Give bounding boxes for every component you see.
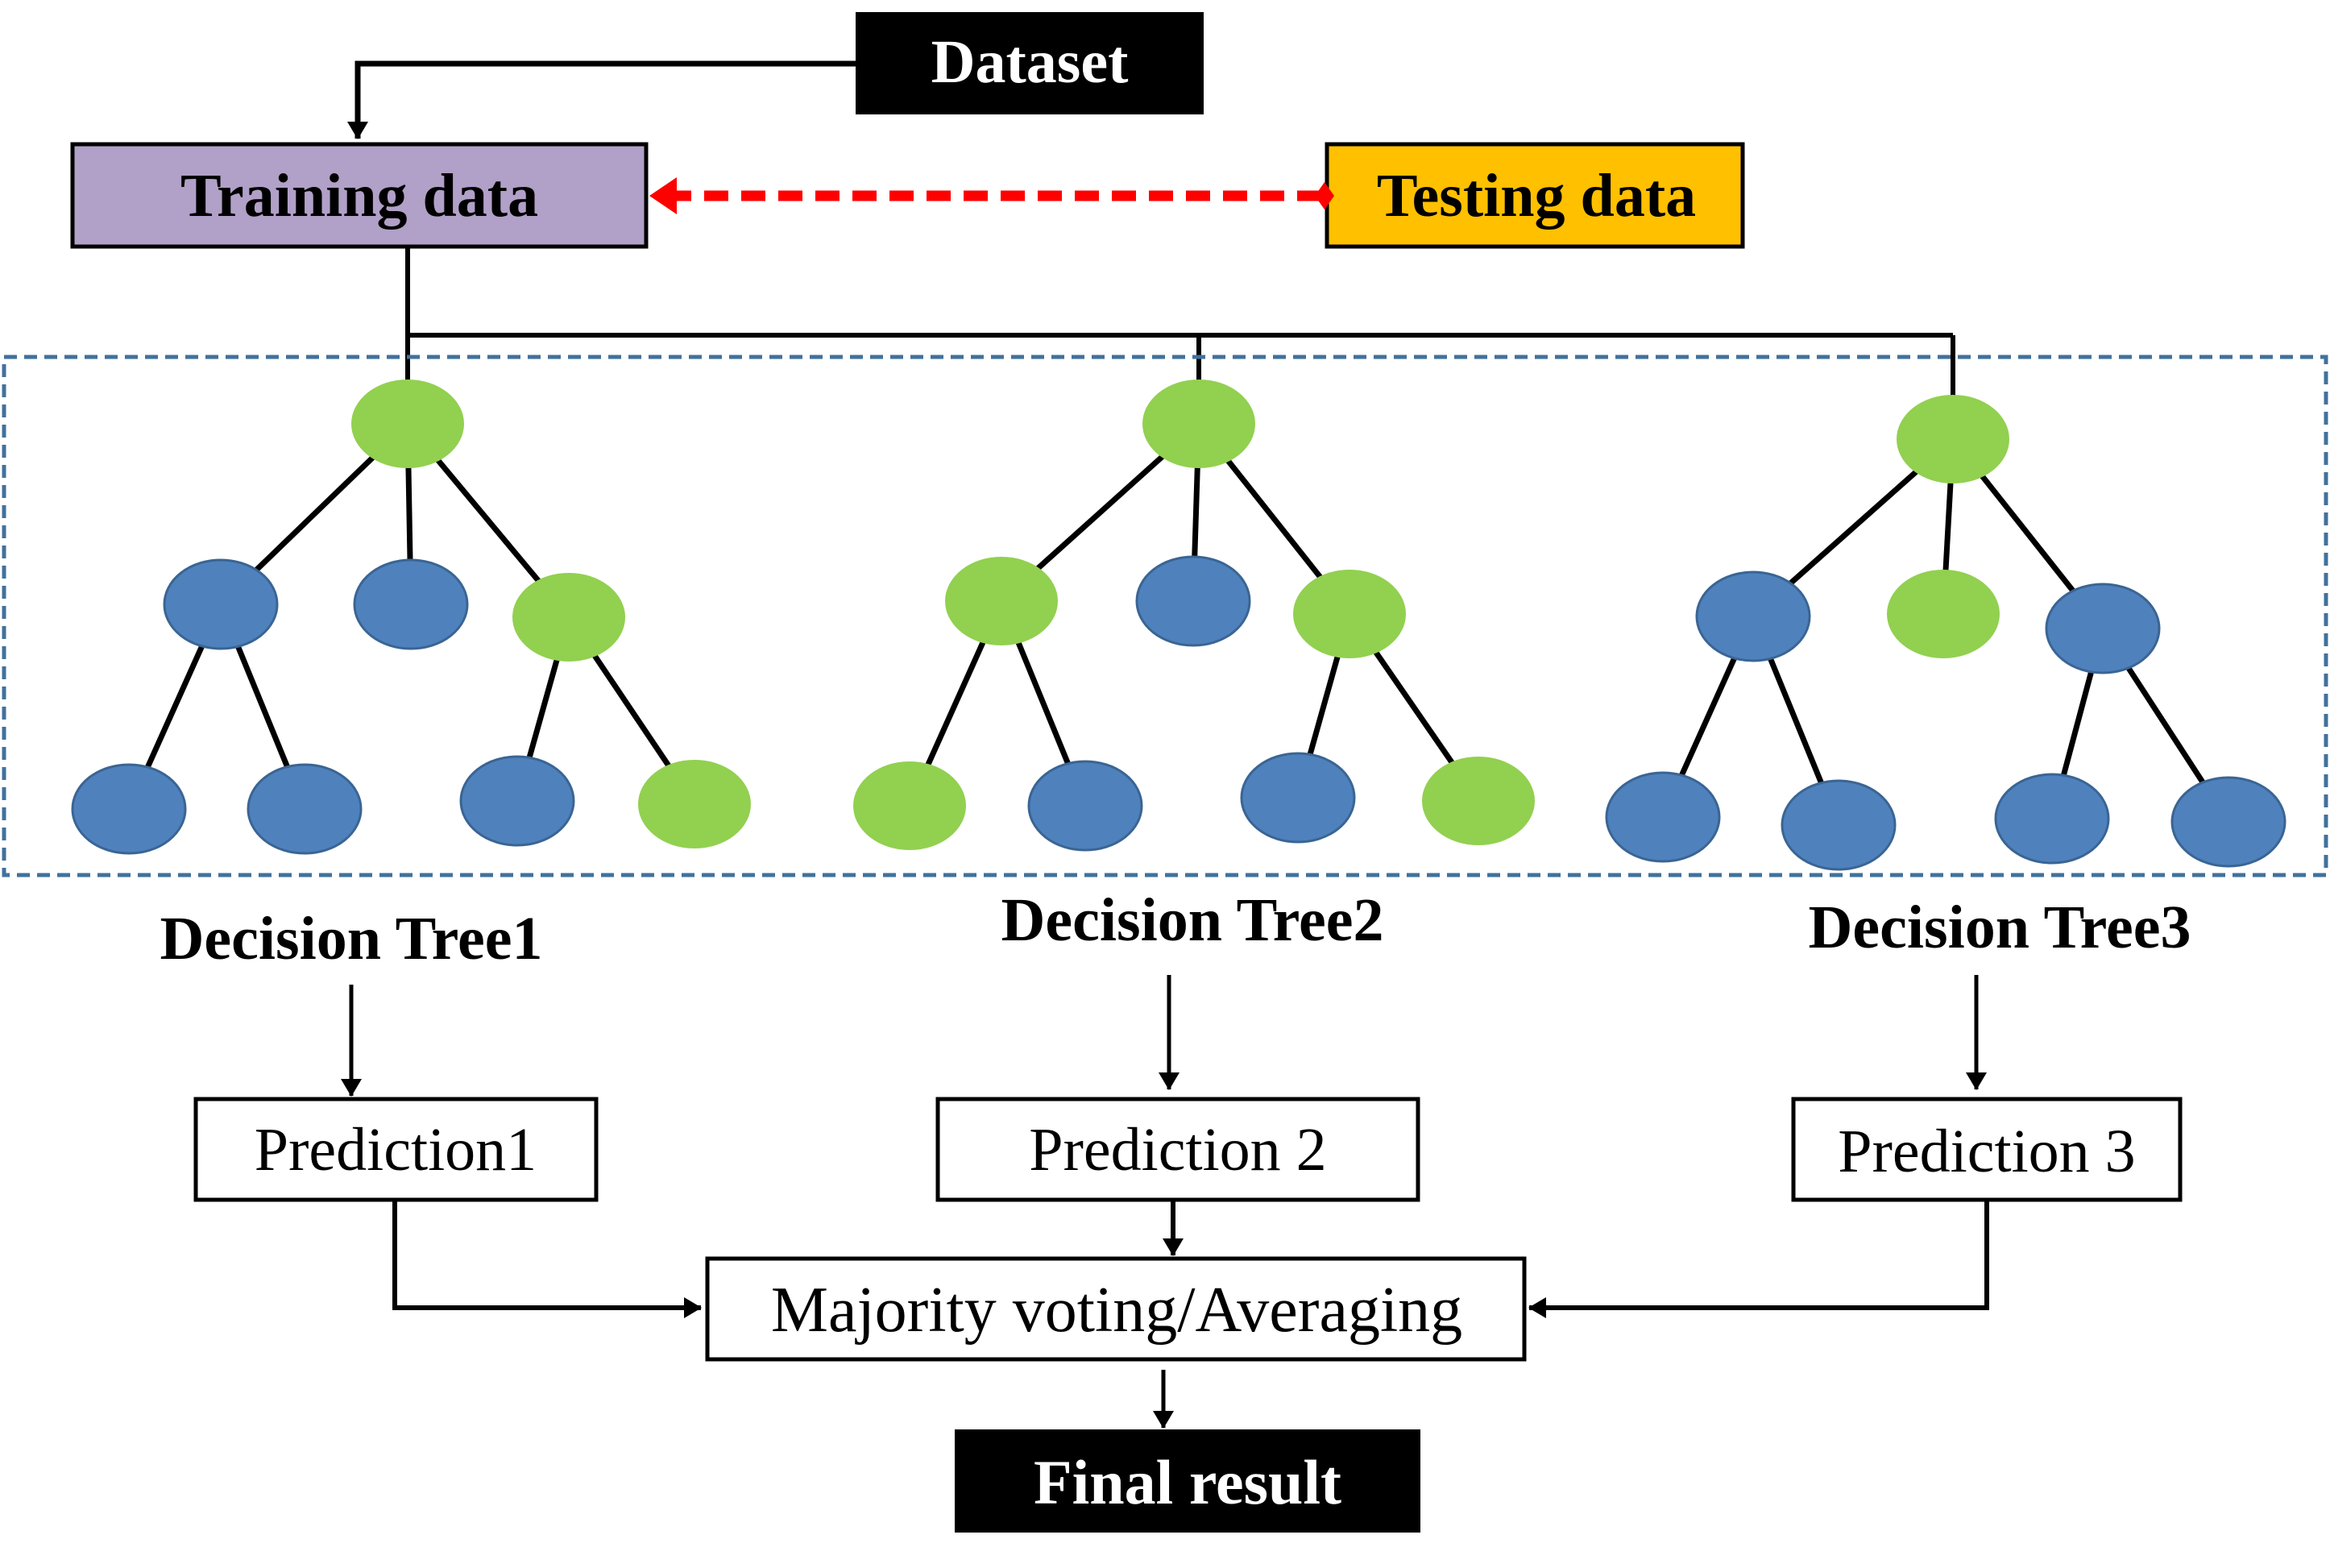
- tree3-leaf-node-4: [2170, 776, 2286, 868]
- tree3-leaf-node-3: [1994, 773, 2110, 865]
- prediction-label-2: Prediction 2: [1029, 1116, 1326, 1184]
- prediction-box-1: Prediction1: [193, 1097, 599, 1202]
- training-to-trees-connector: [405, 247, 1955, 396]
- prediction-box-2: Prediction 2: [935, 1097, 1420, 1202]
- tree1-leaf-node-4: [638, 760, 751, 848]
- tree-label-1: Decision Tree1: [160, 905, 543, 973]
- tree3-root-node: [1897, 395, 2009, 483]
- tree3-level1-node-2: [1887, 570, 2000, 658]
- testing-data-box: Testing data: [1325, 142, 1745, 249]
- red-diamond-icon: [1315, 182, 1334, 209]
- tree2-leaf-node-2: [1027, 760, 1143, 852]
- training-data-label: Training data: [180, 162, 538, 230]
- testing-to-training-dashed-arrow: [649, 177, 1334, 214]
- tree2-level1-node-2: [1135, 555, 1251, 647]
- prediction-label-3: Prediction 3: [1838, 1118, 2135, 1185]
- decision-trees: [71, 380, 2286, 871]
- tree3-level1-node-3: [2045, 583, 2161, 674]
- tree2-leaf-node-1: [853, 761, 966, 850]
- forest-dashed-container: [2, 355, 2328, 877]
- tree2-leaf-node-3: [1240, 752, 1356, 844]
- tree2-level1-node-3: [1293, 570, 1406, 658]
- aggregate-box: Majority voting/Averaging: [705, 1256, 1527, 1362]
- tree1-level1-node-2: [353, 558, 469, 650]
- tree1-leaf-node-3: [459, 755, 575, 847]
- tree1-leaf-node-1: [71, 763, 187, 855]
- training-data-box: Training data: [70, 142, 649, 249]
- final-result-label: Final result: [1034, 1447, 1341, 1517]
- dataset-to-training-connector: [347, 60, 856, 139]
- tree2-leaf-node-4: [1422, 757, 1535, 845]
- tree3-level1-node-1: [1695, 570, 1811, 662]
- aggregate-label: Majority voting/Averaging: [771, 1275, 1462, 1346]
- tree-label-2: Decision Tree2: [1001, 886, 1384, 954]
- dataset-label: Dataset: [931, 28, 1129, 96]
- tree1-level1-node-1: [163, 558, 279, 650]
- prediction-label-1: Prediction1: [255, 1116, 537, 1184]
- final-result-box: Final result: [955, 1429, 1420, 1533]
- tree-label-3: Decision Tree3: [1809, 894, 2191, 961]
- tree2-level1-node-1: [945, 557, 1058, 645]
- prediction-box-3: Prediction 3: [1791, 1097, 2183, 1202]
- red-arrowhead-icon: [649, 177, 677, 214]
- tree1-level1-node-3: [512, 573, 625, 662]
- tree2-root-node: [1142, 380, 1255, 468]
- tree1-root-node: [351, 380, 464, 468]
- testing-data-label: Testing data: [1377, 162, 1696, 230]
- dataset-box: Dataset: [856, 12, 1204, 114]
- tree3-leaf-node-1: [1605, 771, 1721, 863]
- prediction-to-aggregate-connectors: [392, 1200, 1989, 1318]
- tree1-leaf-node-2: [247, 763, 363, 855]
- tree3-leaf-node-2: [1781, 779, 1897, 871]
- tree-to-prediction-arrows: [341, 975, 1987, 1097]
